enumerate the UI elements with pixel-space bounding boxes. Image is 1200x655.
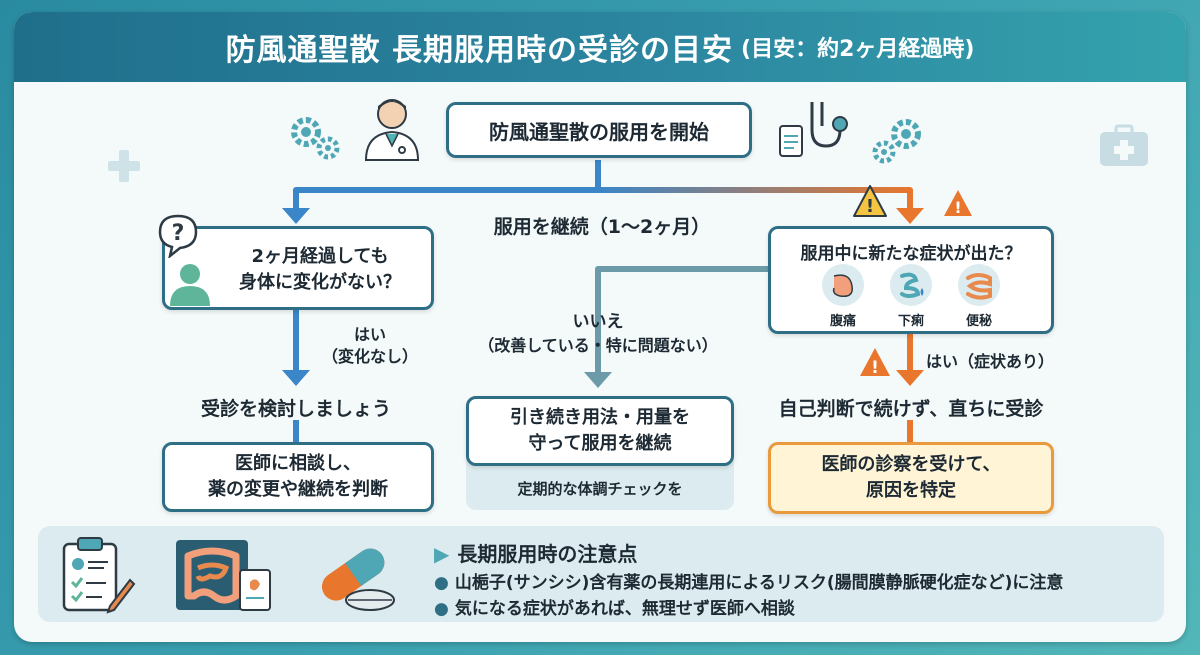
caution-item-text: 山梔子(サンシシ)含有薬の長期連用によるリスク(腸間膜静脈硬化症など)に注意 (454, 573, 1064, 593)
visit-immediately-label: 自己判断で続けず、直ちに受診 (778, 398, 1044, 420)
diarrhea-icon (890, 264, 932, 306)
first-aid-kit-icon (1100, 124, 1148, 166)
no-change-question-line1: 2ヶ月経過しても (251, 246, 389, 267)
gear-icon (872, 119, 921, 164)
warning-icon: ! (944, 190, 972, 217)
doctor-exam-line2: 原因を特定 (866, 480, 956, 501)
warning-icon: ! (860, 348, 890, 378)
play-arrow-icon: ▶ (434, 542, 450, 566)
no-change-yes-line1: はい (353, 325, 386, 344)
clipboard-icon (62, 537, 136, 614)
plus-icon (108, 150, 140, 182)
caution-item: ●山梔子(サンシシ)含有薬の長期連用によるリスク(腸間膜静脈硬化症など)に注意 (434, 568, 1063, 593)
doctor-exam-box: 医師の診察を受けて、 原因を特定 (768, 442, 1054, 514)
svg-text:!: ! (871, 358, 879, 378)
intestine-icon (176, 540, 271, 611)
symptom-label-diarrhea: 下痢 (897, 314, 924, 329)
arrow-head-right-urgent (896, 370, 924, 386)
arrow-head-left-question (282, 208, 310, 224)
page-subtitle: (目安：約2ヶ月経過時) (741, 37, 975, 62)
gear-icon (291, 117, 340, 160)
consult-doctor-line2: 薬の変更や継続を判断 (208, 479, 388, 500)
caution-title: ▶ 長期服用時の注意点 (434, 538, 637, 567)
caution-item-text: 気になる症状があれば、無理せず医師へ相談 (454, 599, 795, 619)
caution-title-text: 長期服用時の注意点 (457, 542, 638, 566)
infographic-frame: 防風通聖散 長期服用時の受診の目安 (目安：約2ヶ月経過時) (14, 12, 1186, 642)
symptom-label-constipation: 便秘 (965, 314, 992, 329)
no-change-yes-line2: （変化なし） (321, 347, 418, 366)
consult-doctor-box: 医師に相談し、 薬の変更や継続を判断 (162, 442, 434, 512)
connector-left-branch (293, 187, 598, 212)
svg-text:?: ? (172, 221, 185, 246)
no-change-question-box: 2ヶ月経過しても 身体に変化がない？ (162, 226, 434, 310)
arrow-head-left-consider (282, 370, 310, 386)
improved-no-line1: いいえ (572, 312, 624, 332)
consider-visit-label: 受診を検討しましょう (200, 398, 391, 420)
page-title: 防風通聖散 長期服用時の受診の目安 (225, 33, 734, 68)
stomach-ache-icon (822, 264, 864, 306)
symptom-label-stomach: 腹痛 (829, 314, 856, 329)
connector-right-branch (598, 187, 913, 212)
no-change-yes-label: はい （変化なし） (310, 324, 430, 368)
start-label: 防風通聖散の服用を開始 (489, 119, 709, 144)
consult-doctor-line1: 医師に相談し、 (235, 453, 361, 474)
flow-connectors (282, 160, 924, 444)
continue-dosage-line2: 守って服用を継続 (528, 433, 672, 454)
improved-no-label: いいえ （改善している・特に問題ない） (448, 310, 748, 358)
no-change-question-line2: 身体に変化がない？ (239, 272, 401, 293)
health-check-note: 定期的な体調チェックを (517, 480, 683, 498)
caution-item: ●気になる症状があれば、無理せず医師へ相談 (434, 594, 795, 619)
question-icon: ? (158, 214, 198, 258)
doctor-exam-line1: 医師の診察を受けて、 (821, 454, 1001, 475)
connector-mid-no (595, 266, 768, 376)
constipation-icon (958, 264, 1000, 306)
symptom-yes-label: はい（症状あり） (926, 352, 1055, 371)
svg-text:!: ! (954, 198, 961, 217)
continue-label: 服用を継続（1〜2ヶ月） (493, 216, 711, 238)
arrow-head-mid-result (584, 372, 612, 388)
title-banner: 防風通聖散 長期服用時の受診の目安 (目安：約2ヶ月経過時) (14, 12, 1186, 82)
continue-dosage-box: 引き続き用法・用量を 守って服用を継続 (466, 396, 734, 466)
warning-icon: ! (853, 185, 887, 217)
svg-text:!: ! (866, 196, 874, 217)
continue-dosage-line1: 引き続き用法・用量を (510, 407, 690, 428)
person-icon (170, 264, 210, 306)
arrow-head-right-question (896, 208, 924, 224)
doctor-icon (364, 99, 420, 161)
stethoscope-icon (779, 102, 848, 157)
bullet-icon: ● (434, 573, 449, 593)
bullet-icon: ● (434, 599, 449, 619)
new-symptom-question: 服用中に新たな症状が出た？ (800, 244, 1022, 264)
start-box: 防風通聖散の服用を開始 (446, 102, 752, 158)
improved-no-line2: （改善している・特に問題ない） (478, 336, 718, 355)
capsule-icon (321, 548, 395, 611)
